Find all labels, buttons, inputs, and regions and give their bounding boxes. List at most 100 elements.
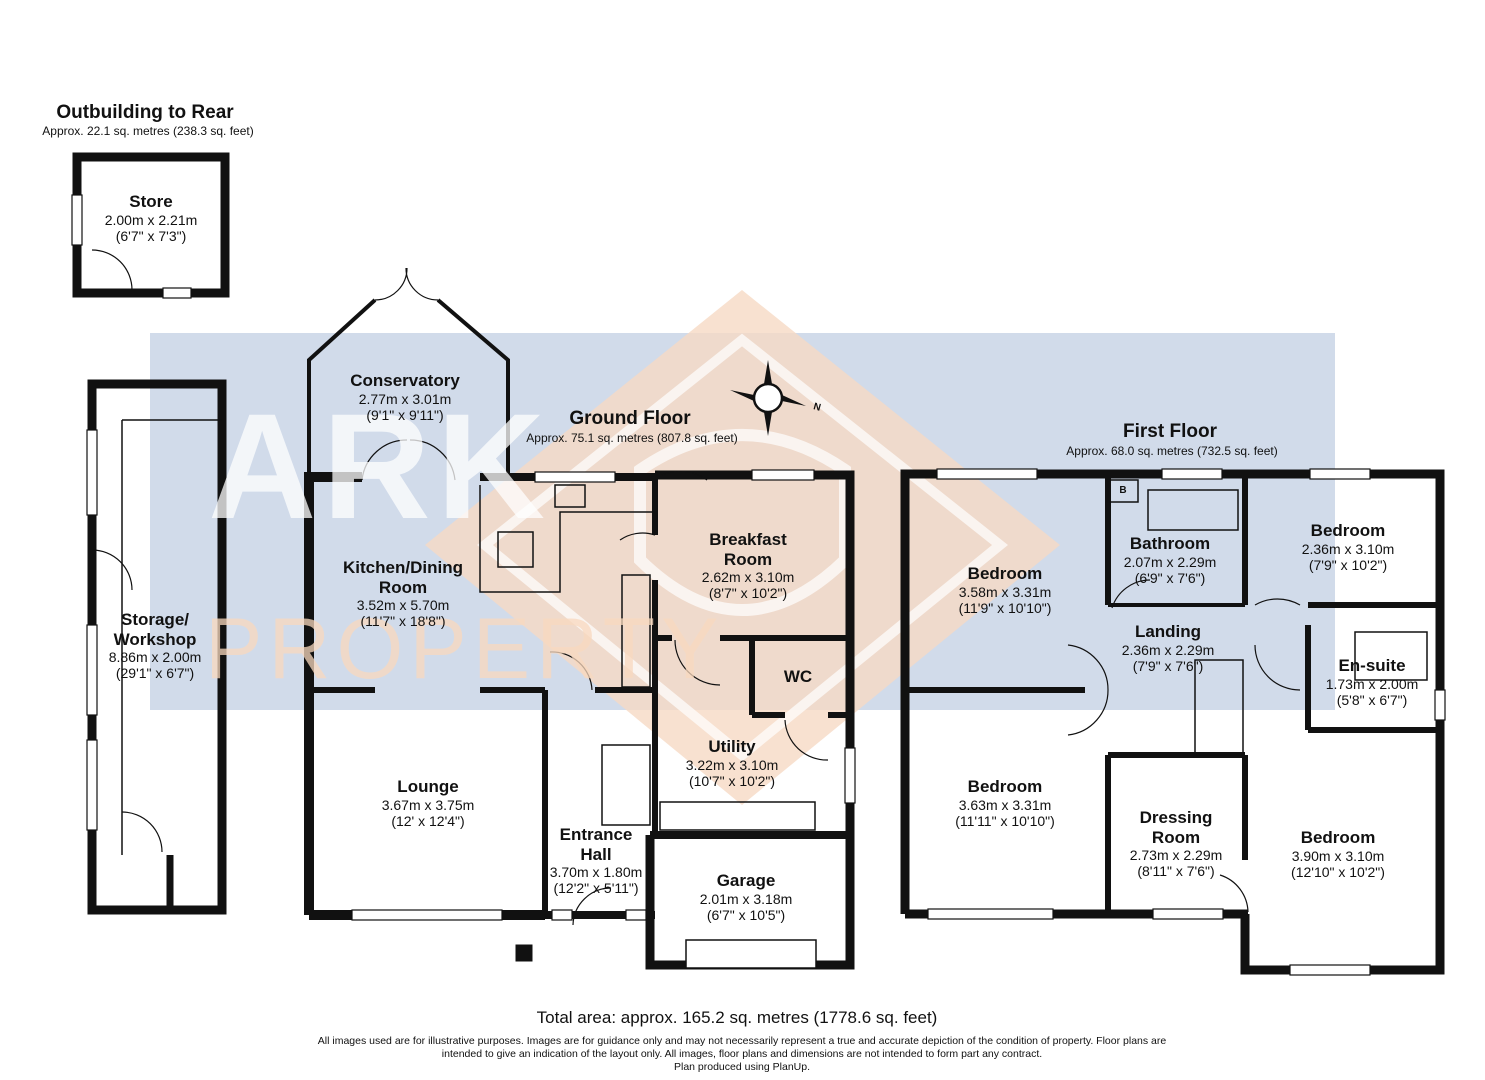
room-name-line2: Room (1151, 827, 1201, 847)
watermark-diamond (425, 290, 1060, 805)
doors (91, 249, 1301, 926)
room-name: Storage/ (120, 610, 190, 629)
ground-floor-title: Ground Floor (569, 408, 691, 429)
door-swing (674, 639, 721, 686)
door-swing (121, 811, 163, 853)
window (351, 909, 503, 921)
room-landing: Landing 2.36m x 2.29m (7'9" x 7'6") (1122, 622, 1215, 674)
room-metric: 2.36m x 3.10m (1301, 540, 1395, 557)
window (751, 469, 815, 481)
window (162, 287, 192, 299)
window (71, 194, 83, 246)
room-metric: 2.00m x 2.21m (104, 211, 198, 228)
room-name: Bathroom (1129, 534, 1211, 553)
room-name: Conservatory (350, 371, 460, 390)
room-garage: Garage 2.01m x 3.18m (6'7" x 10'5") (700, 871, 793, 923)
disclaimer-line-2: intended to give an indication of the la… (441, 1048, 1043, 1061)
room-name: Garage (716, 871, 776, 890)
room-imperial: (11'9" x 10'10") (958, 599, 1052, 616)
room-metric: 2.73m x 2.29m (1129, 847, 1223, 864)
window (534, 471, 616, 483)
stairs-icon (1194, 659, 1244, 756)
room-imperial: (7'9" x 10'2") (1308, 556, 1388, 573)
door-swing (1111, 579, 1151, 609)
room-metric: 2.07m x 2.29m (1123, 553, 1217, 570)
room-metric: 2.77m x 3.01m (358, 390, 452, 407)
room-name: Kitchen/Dining (343, 558, 463, 577)
room-metric: 2.62m x 3.10m (701, 569, 795, 586)
window (927, 908, 1054, 920)
window (86, 624, 98, 716)
room-metric: 3.22m x 3.10m (685, 756, 779, 773)
watermark-shield-icon (634, 429, 851, 616)
room-name-line2: Room (723, 549, 773, 569)
room-imperial: (29'1" x 6'7") (115, 665, 195, 682)
kitchen-worktop (479, 485, 655, 593)
room-bedroom-3: Bedroom 3.63m x 3.31m (11'11" x 10'10") (955, 777, 1055, 829)
room-metric: 3.90m x 3.10m (1291, 847, 1385, 864)
room-metric: 1.73m x 2.00m (1325, 675, 1419, 692)
room-metric: 3.52m x 5.70m (356, 597, 450, 614)
first-floor-title: First Floor (1123, 421, 1217, 442)
door-swing (374, 267, 408, 301)
door-swing (1254, 644, 1301, 691)
door-swing (91, 249, 133, 291)
room-name: Utility (708, 737, 756, 756)
room-en-suite: En-suite 1.73m x 2.00m (5'8" x 6'7") (1326, 656, 1419, 708)
room-metric: 2.36m x 2.29m (1121, 641, 1215, 658)
room-name-line2: Hall (580, 844, 612, 864)
compass-icon (730, 360, 806, 436)
door-swing (572, 887, 612, 926)
room-name: Breakfast (709, 530, 787, 549)
room-name: Dressing (1139, 808, 1213, 827)
bath-icon (1147, 489, 1239, 531)
window (1289, 964, 1371, 976)
window (625, 909, 647, 921)
sink-icon (554, 484, 586, 508)
outbuilding-title: Outbuilding to Rear (56, 102, 234, 123)
room-imperial: (12'10" x 10'2") (1291, 863, 1385, 880)
room-metric: 3.58m x 3.31m (958, 583, 1052, 600)
door-swing (619, 532, 656, 541)
room-bathroom: Bathroom 2.07m x 2.29m (6'9" x 7'6") (1124, 534, 1217, 586)
room-imperial: (5'8" x 6'7") (1336, 691, 1408, 708)
conservatory-wall (436, 298, 510, 477)
room-name: Landing (1134, 622, 1202, 641)
stairs-icon (601, 744, 651, 826)
room-name: Lounge (397, 777, 459, 796)
room-utility: Utility 3.22m x 3.10m (10'7" x 10'2") (686, 737, 779, 789)
room-name: En-suite (1338, 656, 1406, 675)
disclaimer-line-3: Plan produced using PlanUp. (673, 1061, 810, 1074)
room-storage-workshop: Storage/ Workshop 8.86m x 2.00m (29'1" x… (109, 610, 202, 681)
room-name-line2: Room (378, 577, 428, 597)
room-dressing-room: Dressing Room 2.73m x 2.29m (8'11" x 7'6… (1130, 808, 1223, 879)
room-imperial: (7'9" x 7'6") (1132, 657, 1204, 674)
room-name: Store (129, 192, 173, 211)
room-name: Entrance (559, 825, 633, 844)
shower-icon (1354, 631, 1428, 681)
room-bedroom-2: Bedroom 2.36m x 3.10m (7'9" x 10'2") (1302, 521, 1395, 573)
room-kitchen-dining: Kitchen/Dining Room 3.52m x 5.70m (11'7"… (343, 558, 463, 629)
door-swing (549, 651, 593, 691)
window (936, 468, 1038, 480)
ground-floor-area: Approx. 75.1 sq. metres (807.8 sq. feet) (526, 431, 738, 445)
window (1152, 908, 1224, 920)
window (844, 747, 856, 804)
room-name: WC (783, 667, 813, 686)
room-metric: 3.70m x 1.80m (549, 864, 643, 881)
first-floor-area: Approx. 68.0 sq. metres (732.5 sq. feet) (1066, 444, 1278, 458)
room-breakfast: Breakfast Room 2.62m x 3.10m (8'7" x 10'… (702, 530, 795, 601)
boiler-cupboard (1107, 479, 1139, 503)
door-swing (1219, 874, 1249, 913)
garage-door-icon (685, 939, 817, 969)
room-wc: WC (784, 667, 812, 687)
door-swing (409, 439, 456, 481)
boiler-label: B (1119, 485, 1127, 496)
window (86, 739, 98, 831)
room-metric: 3.63m x 3.31m (958, 796, 1052, 813)
total-area: Total area: approx. 165.2 sq. metres (17… (536, 1008, 938, 1027)
room-imperial: (12'2" x 5'11") (553, 880, 639, 897)
disclaimer-line-1: All images used are for illustrative pur… (317, 1035, 1167, 1047)
